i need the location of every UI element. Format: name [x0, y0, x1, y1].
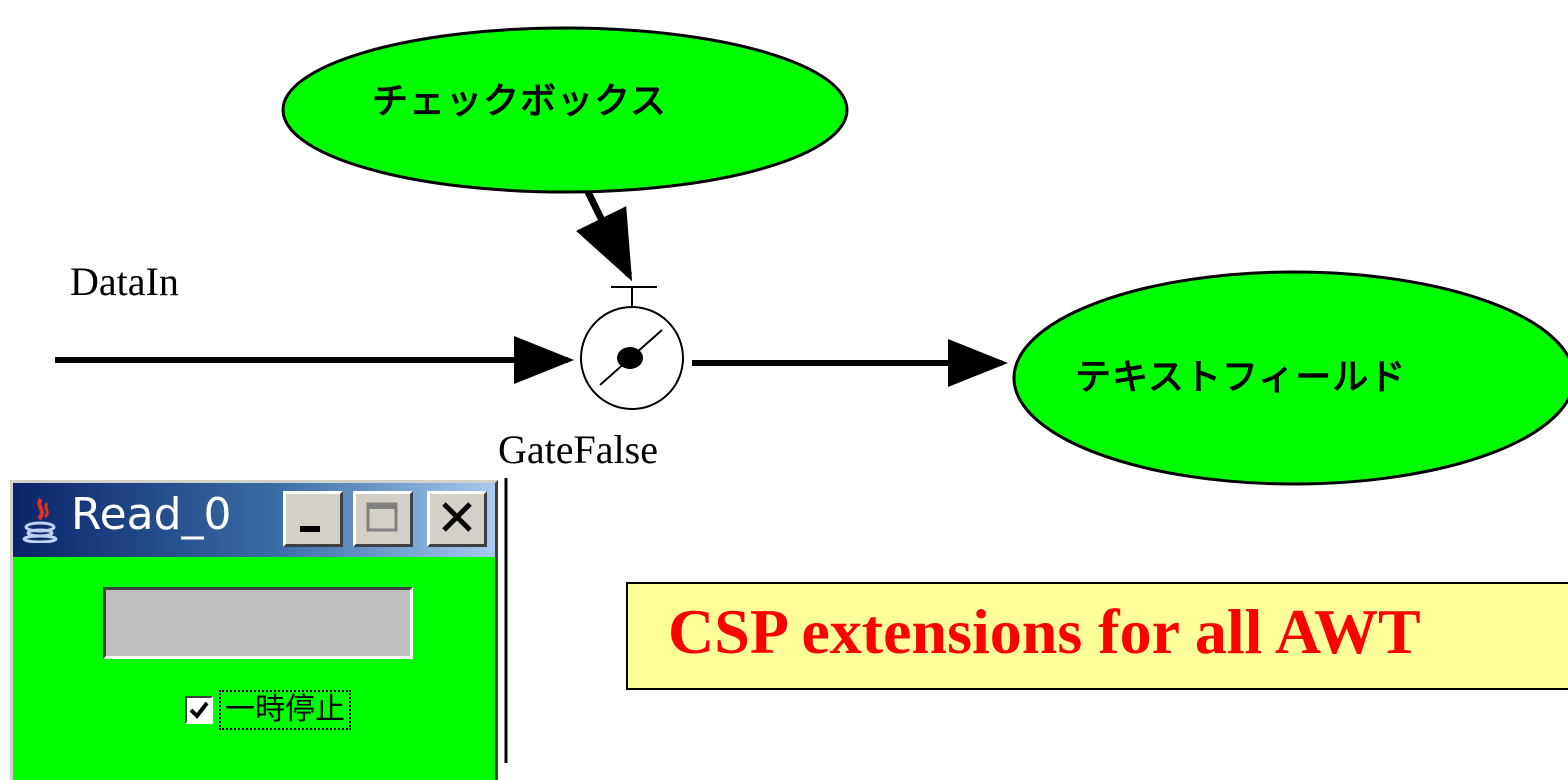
maximize-icon	[366, 502, 398, 532]
text-field[interactable]	[103, 587, 413, 659]
textfield-node-label: テキストフィールド	[1075, 357, 1407, 398]
process-diagram	[55, 26, 1568, 763]
gate-label: GateFalse	[498, 427, 658, 472]
pause-checkbox[interactable]: 一時停止	[185, 689, 351, 731]
window-title: Read_0	[71, 489, 232, 540]
control-channel-arrow	[575, 190, 633, 282]
minimize-icon	[300, 526, 320, 532]
close-icon	[442, 502, 472, 532]
checkmark-icon	[189, 701, 209, 720]
callout-box: CSP extensions for all AWT	[626, 582, 1568, 690]
checkbox-node-label: チェックボックス	[372, 81, 667, 122]
minimize-button[interactable]	[283, 491, 343, 547]
java-coffee-icon	[22, 497, 58, 543]
awt-window: Read_0 一時停止	[10, 480, 498, 780]
textfield-node	[1012, 270, 1568, 486]
close-button[interactable]	[427, 491, 487, 547]
checkbox-box[interactable]	[185, 696, 213, 724]
data-in-label: DataIn	[70, 259, 179, 304]
checkbox-node	[281, 26, 849, 194]
maximize-button[interactable]	[353, 491, 413, 547]
window-titlebar[interactable]: Read_0	[13, 483, 495, 557]
gate-symbol	[580, 306, 684, 410]
callout-text: CSP extensions for all AWT	[668, 596, 1421, 667]
checkbox-label: 一時停止	[219, 690, 351, 730]
